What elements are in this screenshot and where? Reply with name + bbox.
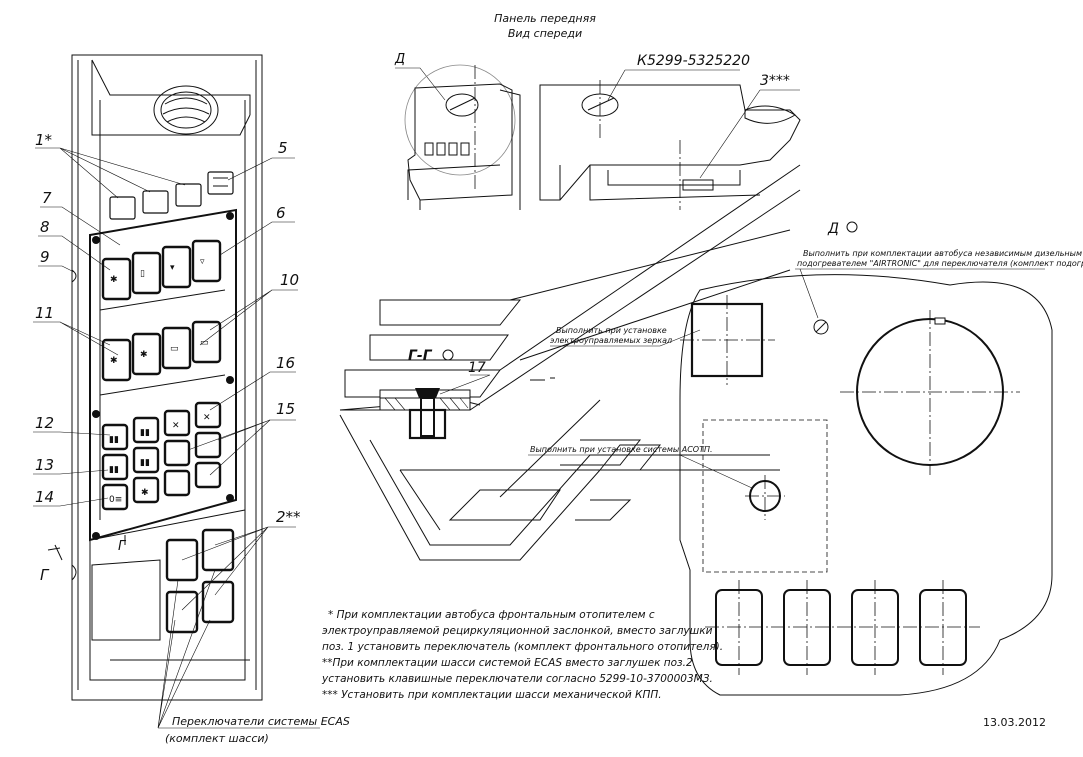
switch-row-2: ✱ ✱ ▭ ▭: [101, 320, 222, 382]
svg-text:▮▮: ▮▮: [109, 465, 119, 475]
panel-inner-edge: [77, 60, 257, 690]
svg-text:✕: ✕: [203, 413, 211, 423]
view-d: Д: [679, 221, 1053, 696]
callout-9: 9: [40, 248, 50, 266]
svg-text:▯: ▯: [140, 269, 145, 279]
svg-text:▭: ▭: [200, 338, 209, 348]
ecas-label: Переключатели системы ECAS (комплект шас…: [157, 569, 350, 745]
front-view: Д К5299-5325220 3***: [394, 52, 801, 210]
callout-5: 5: [278, 139, 288, 157]
svg-text:▮▮: ▮▮: [140, 458, 150, 468]
svg-text:▭: ▭: [170, 344, 179, 354]
switch-board-outline: [89, 208, 237, 542]
acotp-zone: [702, 419, 828, 573]
notes: * При комплектации автобуса фронтальным …: [321, 609, 723, 701]
callout-6: 6: [276, 204, 286, 222]
switch-grid: ▮▮ ▮▮ ✕ ✕ ▮▮ ▮▮ 0≡ ✱: [101, 401, 222, 511]
svg-text:▮▮: ▮▮: [140, 428, 150, 438]
callout-7: 7: [42, 189, 52, 207]
view-d-title: Д: [827, 221, 839, 237]
section-label: Г-Г: [408, 348, 433, 364]
ecas-label-line1: Переключатели системы ECAS: [172, 715, 350, 728]
svg-text:▮▮: ▮▮: [109, 435, 119, 445]
switch-row-1: ✱ ▯ ▾ ▿: [101, 239, 222, 301]
section-marker-board: Г: [118, 539, 127, 554]
note-airtronic-2: подогревателем "AIRTRONIC" для переключа…: [797, 259, 1083, 268]
note-mirrors-1: Выполнить при установке: [556, 326, 667, 335]
callout-2: 2**: [276, 508, 301, 526]
svg-text:▾: ▾: [170, 263, 175, 273]
note-airtronic-1: Выполнить при комплектации автобуса неза…: [803, 249, 1082, 258]
plug-1c: [175, 183, 202, 207]
section-view: Г-Г 17: [339, 164, 801, 561]
note-line-5: установить клавишные переключатели согла…: [321, 673, 713, 685]
callout-8: 8: [40, 218, 50, 236]
switch-5: [207, 171, 234, 195]
callout-16: 16: [276, 354, 295, 372]
drawing-date: 13.03.2012: [983, 716, 1046, 729]
small-notes: Выполнить при установке электроуправляем…: [528, 249, 1083, 489]
ecas-block: [89, 509, 250, 681]
view-title-line1: Панель передняя: [494, 12, 596, 25]
air-vent: [153, 85, 219, 135]
view-d-outline: [679, 274, 1053, 696]
note-line-6: *** Установить при комплектации шасси ме…: [322, 689, 662, 701]
callout-11: 11: [35, 304, 54, 322]
note-acotp: Выполнить при установке системы АСОТП.: [530, 445, 713, 454]
front-panel-view: ✱ ▯ ▾ ▿ ✱ ✱ ▭ ▭: [71, 54, 263, 701]
panel-outline: [71, 54, 263, 701]
note-line-2: электроуправляемой рециркуляционной засл…: [322, 625, 713, 637]
callout-15: 15: [276, 400, 295, 418]
fastener-detail: [379, 388, 471, 440]
callout-1: 1*: [35, 131, 53, 149]
note-mirrors-2: электроуправляемых зеркал: [550, 336, 672, 345]
svg-text:✱: ✱: [140, 350, 148, 360]
note-line-1: * При комплектации автобуса фронтальным …: [328, 609, 655, 621]
note-line-3: поз. 1 установить переключатель (комплек…: [322, 641, 723, 653]
view-d-label: Д: [394, 52, 405, 67]
plug-row: [109, 171, 234, 220]
part-number: К5299-5325220: [637, 53, 750, 69]
section-marker-left: Г: [40, 566, 50, 584]
callout-10: 10: [280, 271, 299, 289]
ecas-label-line2: (комплект шасси): [165, 732, 269, 745]
callout-14: 14: [35, 488, 54, 506]
plug-1b: [142, 190, 169, 214]
svg-text:✱: ✱: [110, 356, 118, 366]
plug-1a: [109, 196, 136, 220]
switch-board: [89, 208, 237, 542]
front-view-header: Панель передняя Вид спереди: [494, 12, 596, 40]
svg-text:▿: ▿: [200, 257, 205, 267]
note-line-4: **При комплектации шасси системой ECAS в…: [322, 657, 693, 669]
svg-text:0≡: 0≡: [109, 495, 122, 505]
view-d-circle: [404, 64, 516, 176]
callout-13: 13: [35, 456, 54, 474]
svg-text:✱: ✱: [141, 488, 149, 498]
svg-text:✕: ✕: [172, 421, 180, 431]
callout-3: 3***: [760, 73, 790, 89]
view-title-line2: Вид спереди: [508, 27, 582, 40]
heater-switch-hole: [813, 319, 829, 335]
svg-text:✱: ✱: [110, 275, 118, 285]
callout-17: 17: [468, 360, 486, 376]
callouts-left: 1* 5 7 6 8 9 10 11 16 12 15 13 14 2** Г …: [33, 131, 301, 611]
callout-12: 12: [35, 414, 54, 432]
